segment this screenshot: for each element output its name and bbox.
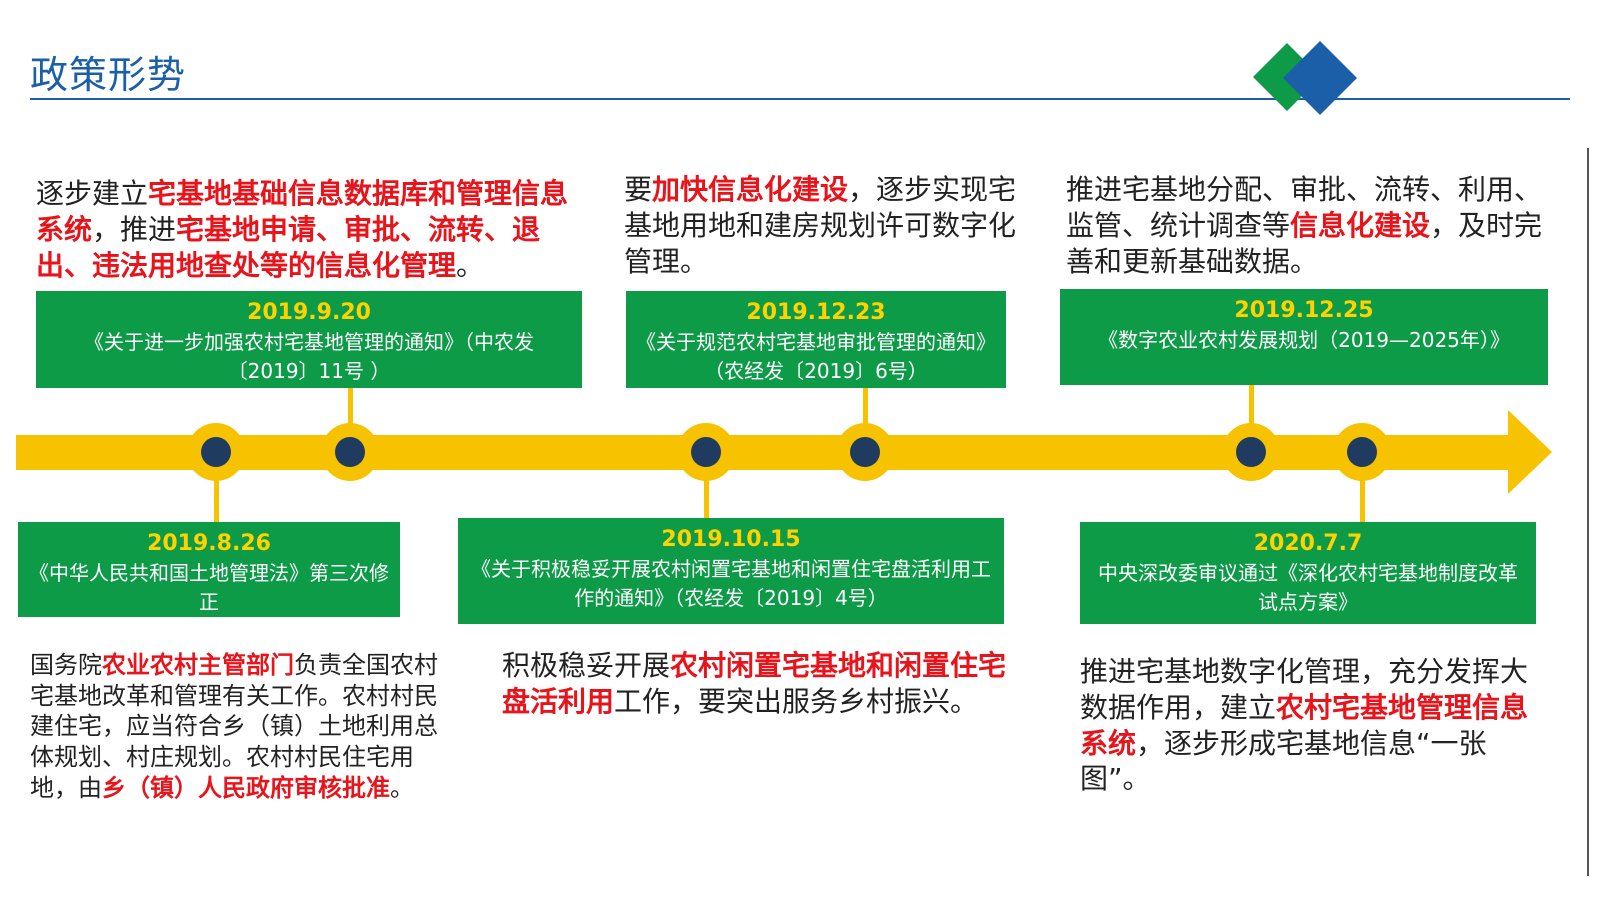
event-text: 《数字农业农村发展规划（2019—2025年）》 — [1098, 328, 1510, 353]
body-text: 。 — [390, 773, 414, 802]
body-text: 国务院 — [30, 651, 102, 679]
event-box-2019-10-15: 2019.10.15 《关于积极稳妥开展农村闲置宅基地和闲置住宅盘活利用工作的通… — [458, 518, 1004, 624]
body-text: 积极稳妥开展 — [502, 649, 671, 682]
body-text: 推进宅基地数字化管理，充分发挥大数据作用，建立 — [1080, 655, 1529, 724]
highlight-text: 加快信息化建设 — [652, 173, 849, 206]
body-text: 。 — [456, 248, 485, 282]
event-box-2020-7-7: 2020.7.7 中央深改委审议通过《深化农村宅基地制度改革试点方案》 — [1080, 522, 1536, 624]
event-date: 2020.7.7 — [1253, 531, 1363, 556]
connector-2019-12-23 — [863, 388, 868, 452]
body-text: ，及时完善和更新基础数据。 — [1066, 208, 1543, 278]
bottom-text-1: 国务院农业农村主管部门负责全国农村宅基地改革和管理有关工作。农村村民建住宅，应当… — [30, 650, 454, 804]
timeline-dot — [677, 423, 735, 481]
event-date: 2019.8.26 — [147, 531, 271, 556]
event-date: 2019.10.15 — [661, 527, 801, 552]
event-date: 2019.9.20 — [247, 300, 371, 325]
highlight-text: 农村闲置宅基地和闲置住宅盘活利用 — [502, 649, 1007, 718]
body-text: 要 — [624, 173, 653, 206]
highlight-text: 信息化建设 — [1290, 208, 1431, 242]
body-text: 逐步建立 — [36, 177, 149, 210]
body-text: 负责全国农村宅基地改革和管理有关工作。农村村民建住宅，应当符合乡（镇）土地利用总… — [30, 651, 438, 802]
highlight-text: 宅基地基础信息数据库和管理信息系统 — [36, 177, 569, 246]
event-date: 2019.12.23 — [746, 300, 886, 325]
timeline-dot — [1222, 423, 1280, 481]
event-date: 2019.12.25 — [1234, 298, 1374, 323]
connector-2019-9-20 — [348, 388, 353, 452]
body-text: ，逐步形成宅基地信息“一张图”。 — [1080, 726, 1487, 796]
connector-2019-12-25 — [1249, 385, 1254, 452]
event-box-2019-9-20: 2019.9.20 《关于进一步加强农村宅基地管理的通知》（中农发〔2019〕1… — [36, 291, 582, 388]
bottom-text-3: 推进宅基地数字化管理，充分发挥大数据作用，建立农村宅基地管理信息系统，逐步形成宅… — [1080, 654, 1546, 797]
event-text: 《关于积极稳妥开展农村闲置宅基地和闲置住宅盘活利用工作的通知》（农经发〔2019… — [471, 557, 991, 610]
connector-2019-10-15 — [704, 452, 709, 518]
event-text: 《中华人民共和国土地管理法》第三次修正 — [29, 561, 389, 614]
event-box-2019-12-23: 2019.12.23 《关于规范农村宅基地审批管理的通知》（农经发〔2019〕6… — [626, 291, 1006, 388]
highlight-text: 乡（镇）人民政府审核批准 — [102, 773, 390, 802]
event-text: 《关于规范农村宅基地审批管理的通知》（农经发〔2019〕6号） — [636, 330, 996, 383]
timeline-dot — [836, 423, 894, 481]
title-underline — [30, 98, 1570, 100]
body-text: 推进宅基地分配、审批、流转、利用、监管、统计调查等 — [1066, 173, 1543, 242]
highlight-text: 宅基地申请、审批、流转、退出、违法用地查处等的信息化管理 — [36, 212, 541, 282]
event-box-2019-12-25: 2019.12.25 《数字农业农村发展规划（2019—2025年）》 — [1060, 289, 1548, 385]
event-text: 中央深改委审议通过《深化农村宅基地制度改革试点方案》 — [1098, 561, 1518, 614]
diamond-logo-icon — [1253, 41, 1357, 115]
body-text: ，逐步实现宅基地用地和建房规划许可数字化管理。 — [624, 173, 1017, 278]
highlight-text: 农村宅基地管理信息系统 — [1080, 690, 1529, 760]
body-text: ，推进 — [92, 212, 177, 246]
body-text: 工作，要突出服务乡村振兴。 — [614, 684, 979, 718]
right-border-line — [1587, 148, 1589, 876]
top-text-2: 要加快信息化建设，逐步实现宅基地用地和建房规划许可数字化管理。 — [624, 172, 1020, 279]
event-box-2019-8-26: 2019.8.26 《中华人民共和国土地管理法》第三次修正 — [18, 522, 400, 617]
timeline-dot — [321, 423, 379, 481]
highlight-text: 农业农村主管部门 — [102, 651, 294, 679]
page-title: 政策形势 — [30, 53, 187, 97]
top-text-3: 推进宅基地分配、审批、流转、利用、监管、统计调查等信息化建设，及时完善和更新基础… — [1066, 172, 1560, 279]
bottom-text-2: 积极稳妥开展农村闲置宅基地和闲置住宅盘活利用工作，要突出服务乡村振兴。 — [502, 648, 1024, 720]
top-text-1: 逐步建立宅基地基础信息数据库和管理信息系统，推进宅基地申请、审批、流转、退出、违… — [36, 176, 596, 283]
event-text: 《关于进一步加强农村宅基地管理的通知》（中农发〔2019〕11号 ） — [84, 330, 534, 383]
connector-2020-7-7 — [1360, 452, 1365, 524]
timeline-dot — [187, 423, 245, 481]
timeline-dot — [1333, 423, 1391, 481]
connector-2019-8-26 — [214, 452, 219, 522]
